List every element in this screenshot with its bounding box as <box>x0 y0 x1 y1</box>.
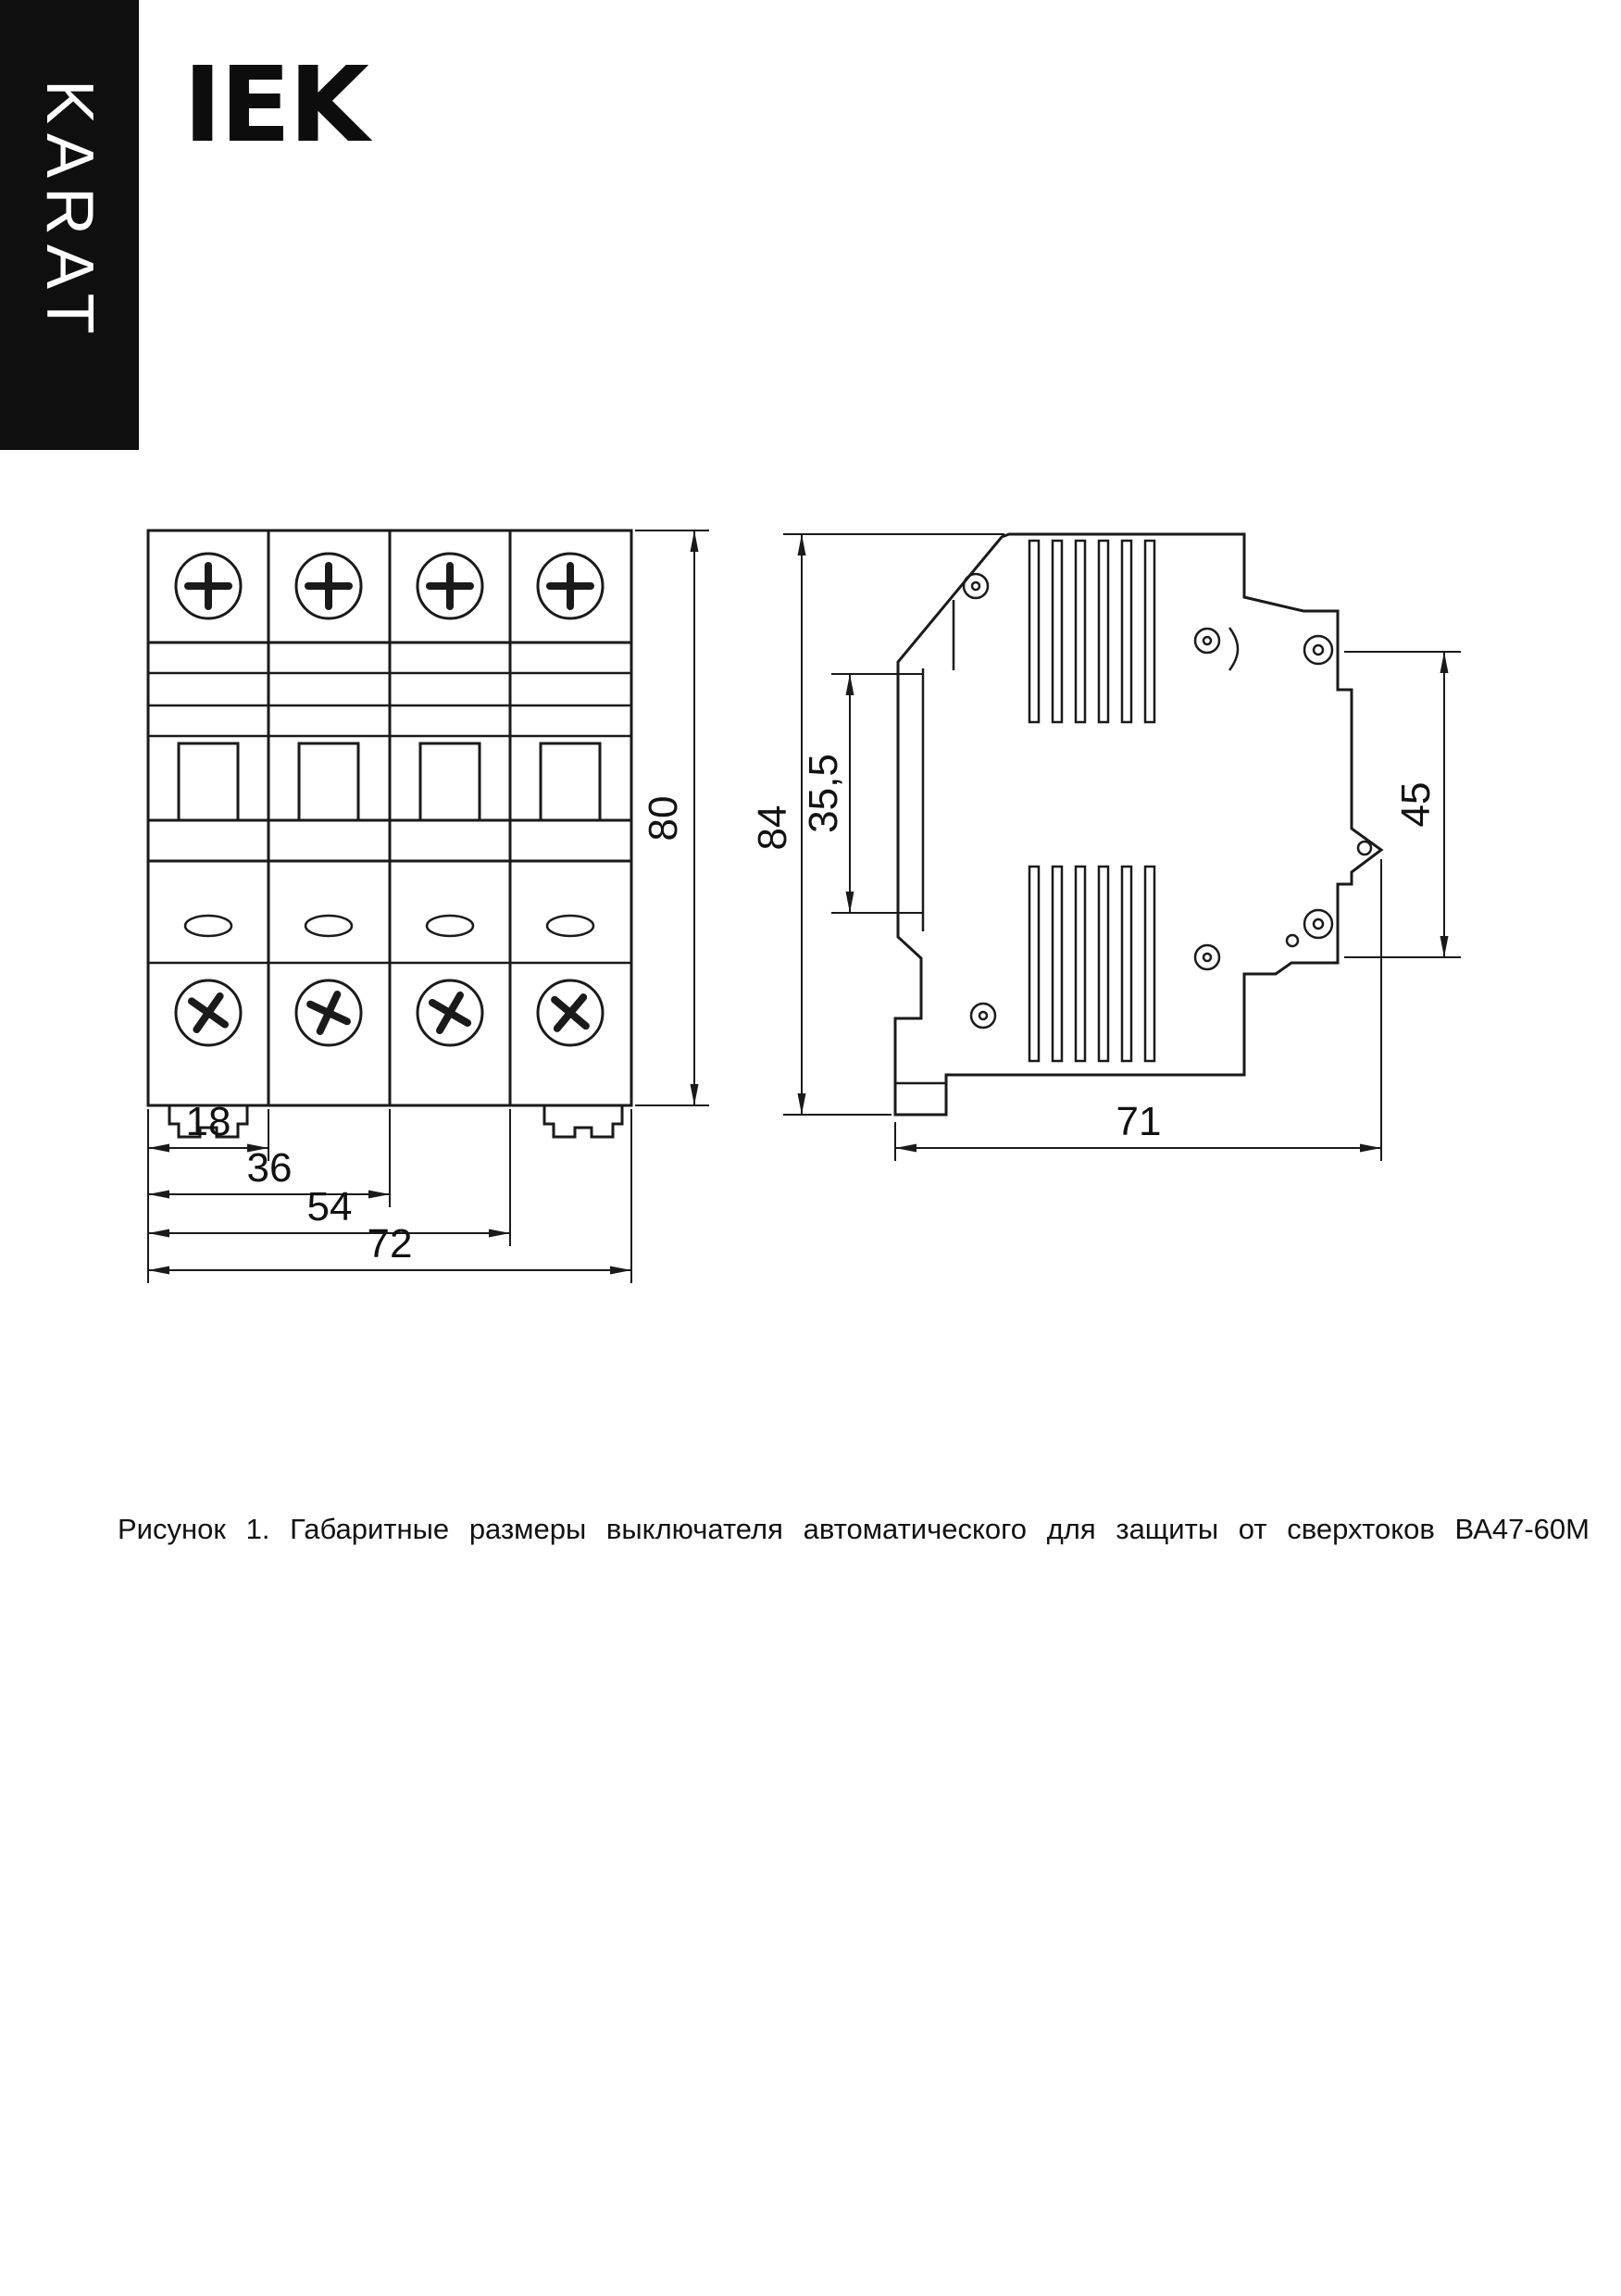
dim-label-18: 18 <box>186 1099 231 1144</box>
dimension-35-5: 35,5 <box>801 673 923 914</box>
dim-label-72: 72 <box>368 1221 413 1267</box>
dimension-71: 71 <box>894 859 1382 1161</box>
screw-icon <box>536 979 605 1047</box>
dim-label-54: 54 <box>307 1184 353 1229</box>
screw-icon <box>294 552 363 620</box>
dim-label-45: 45 <box>1393 782 1439 828</box>
screw-icon <box>536 552 605 620</box>
iek-logo: IEK <box>183 45 369 166</box>
screw-icon <box>416 552 484 620</box>
side-view: 84 35,5 45 71 <box>750 532 1461 1161</box>
side-view-outline <box>893 532 1384 1117</box>
phillips-screws-top <box>174 552 605 620</box>
screw-icon <box>174 552 243 620</box>
vent-slots-bottom <box>1028 865 1156 1063</box>
karat-label: KARAT <box>32 80 106 343</box>
dim-label-35-5: 35,5 <box>801 754 846 833</box>
screw-icon <box>416 979 484 1047</box>
dimensions-width: 18 36 54 72 <box>147 1099 632 1283</box>
vent-slots-top <box>1028 539 1156 724</box>
case-rivets <box>962 572 1221 1029</box>
screw-icon <box>294 979 363 1047</box>
karat-banner: KARAT <box>0 0 139 450</box>
dim-label-80: 80 <box>641 796 686 842</box>
din-clips <box>168 1105 624 1139</box>
dimension-drawing-figure: 80 18 36 54 72 <box>146 529 1461 1283</box>
phillips-screws-bottom <box>174 979 605 1047</box>
dimension-80: 80 <box>635 530 709 1106</box>
dim-label-71: 71 <box>1116 1099 1162 1144</box>
screw-icon <box>174 979 243 1047</box>
case-details <box>895 600 1240 1085</box>
front-view: 80 18 36 54 72 <box>146 529 709 1283</box>
terminal-screws <box>1285 634 1373 948</box>
toggle-levers <box>177 742 602 822</box>
figure-caption: Рисунок 1. Габаритные размеры выключател… <box>118 1513 1590 1545</box>
dimension-45: 45 <box>1344 651 1461 958</box>
marking-windows <box>183 914 595 938</box>
dim-label-36: 36 <box>247 1145 293 1191</box>
dimension-84: 84 <box>750 533 1004 1116</box>
dim-label-84: 84 <box>750 805 795 851</box>
